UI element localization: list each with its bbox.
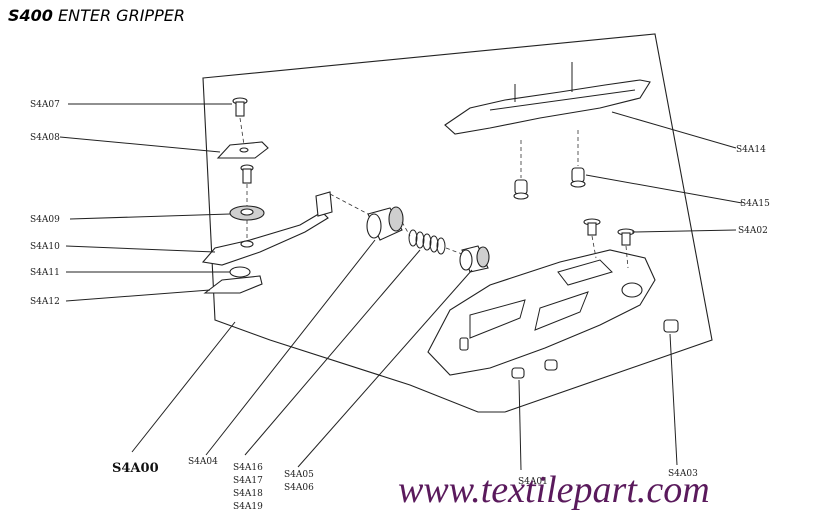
label-s4a10: S4A10 bbox=[30, 242, 60, 252]
part-s4a15-screws bbox=[513, 167, 586, 200]
part-code: S400 bbox=[8, 6, 53, 25]
label-s4a19: S4A19 bbox=[233, 502, 263, 512]
label-s4a07: S4A07 bbox=[30, 100, 60, 110]
label-s4a16: S4A16 bbox=[233, 463, 263, 473]
part-screw-small bbox=[240, 164, 254, 184]
part-s4a08-bracket bbox=[216, 141, 269, 159]
part-s4a16-spring bbox=[408, 229, 446, 255]
label-s4a04: S4A04 bbox=[188, 457, 218, 467]
assembly-lines bbox=[239, 117, 629, 269]
part-s4a10-lever bbox=[201, 191, 333, 266]
part-s4a11-ring bbox=[229, 266, 251, 278]
label-s4a14: S4A14 bbox=[736, 145, 766, 155]
part-name: ENTER GRIPPER bbox=[58, 6, 185, 25]
part-s4a04-bushing bbox=[366, 206, 404, 241]
part-pins bbox=[511, 319, 679, 379]
label-s4a12: S4A12 bbox=[30, 297, 60, 307]
label-s4a11: S4A11 bbox=[30, 268, 60, 278]
label-s4a15: S4A15 bbox=[740, 199, 770, 209]
leader-lines bbox=[59, 103, 743, 471]
part-s4a02-screws bbox=[583, 218, 635, 246]
part-gripper-body bbox=[427, 249, 656, 376]
label-s4a17: S4A17 bbox=[233, 476, 263, 486]
part-s4a05-roller bbox=[459, 245, 490, 273]
watermark-url: www.textilepart.com bbox=[398, 469, 710, 511]
label-s4a02: S4A02 bbox=[738, 226, 768, 236]
label-s4a06: S4A06 bbox=[284, 483, 314, 493]
label-s4a01: S4A01 bbox=[518, 477, 548, 487]
label-s4a03: S4A03 bbox=[668, 469, 698, 479]
part-s4a14-blade bbox=[444, 62, 651, 135]
label-s4a05: S4A05 bbox=[284, 470, 314, 480]
part-s4a12-plate bbox=[203, 275, 263, 294]
label-s4a08: S4A08 bbox=[30, 133, 60, 143]
label-s4a00: S4A00 bbox=[112, 461, 159, 476]
part-s4a09-washer bbox=[229, 205, 265, 221]
part-s4a07-screw bbox=[232, 97, 248, 117]
page-title: S400 ENTER GRIPPER bbox=[8, 6, 185, 25]
label-s4a18: S4A18 bbox=[233, 489, 263, 499]
label-s4a09: S4A09 bbox=[30, 215, 60, 225]
